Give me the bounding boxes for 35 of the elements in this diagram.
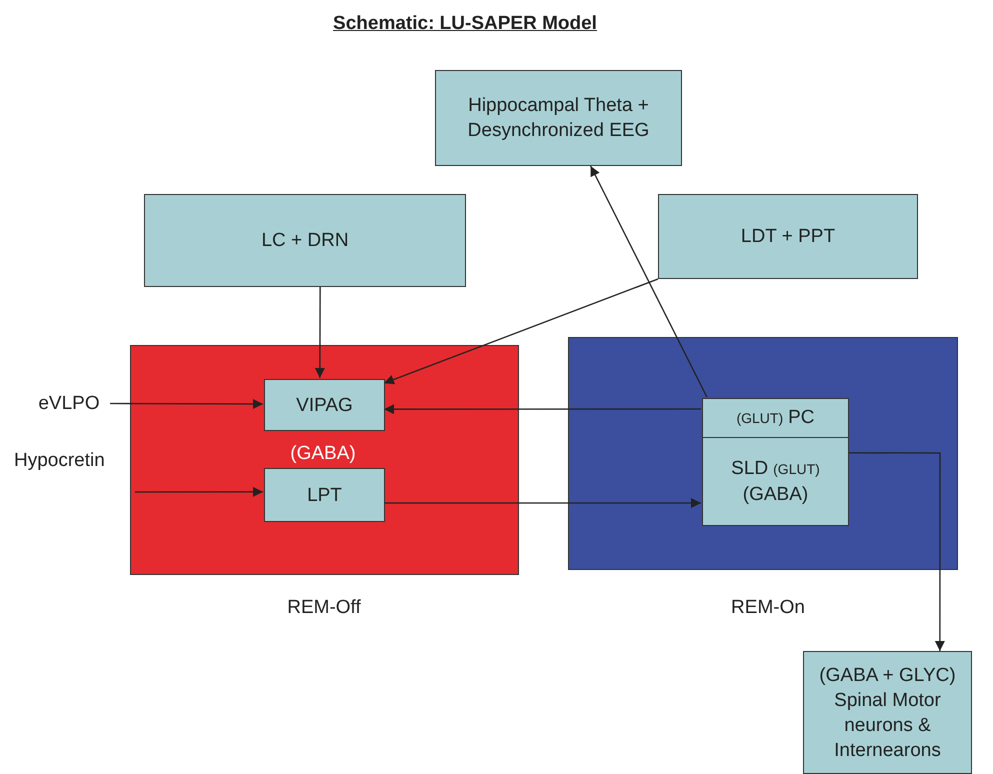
process-box <box>264 468 385 522</box>
node-label: PC <box>788 406 815 430</box>
node-label: LPT <box>307 484 342 508</box>
process-box <box>658 194 918 279</box>
process-box <box>702 438 849 526</box>
node-label: (GLUT) <box>736 409 784 428</box>
node-label: LDT + PPT <box>740 225 836 249</box>
arrow <box>384 278 658 384</box>
arrow <box>384 498 701 508</box>
node-label: (GLUT) <box>773 460 820 479</box>
region-panel <box>130 345 519 575</box>
process-box <box>803 651 972 774</box>
arrow <box>135 486 263 497</box>
region-caption: REM-Off <box>286 596 362 620</box>
process-box <box>435 70 682 166</box>
region-panel <box>568 337 958 570</box>
arrow <box>384 404 701 414</box>
arrow <box>110 398 263 409</box>
diagram-title: Schematic: LU-SAPER Model <box>332 12 598 36</box>
arrow <box>590 166 708 398</box>
process-box <box>144 194 466 287</box>
node-label: (GABA) <box>742 483 808 507</box>
node-label: SLD <box>731 457 768 481</box>
node-label: VIPAG <box>296 394 353 418</box>
node-label: (GABA) <box>289 442 357 466</box>
arrow <box>314 287 325 378</box>
node-label: Hippocampal Theta + Desynchronized EEG <box>466 94 650 143</box>
node-label: eVLPO <box>38 392 100 416</box>
process-box <box>264 379 385 431</box>
node-label: (GABA + GLYC) Spinal Motor neurons & Internearons <box>818 664 957 762</box>
node-label: LC + DRN <box>261 229 349 253</box>
region-caption: REM-On <box>730 596 806 620</box>
arrow <box>848 452 945 651</box>
input-label: Hypocretin <box>14 449 105 473</box>
process-box <box>702 398 849 438</box>
